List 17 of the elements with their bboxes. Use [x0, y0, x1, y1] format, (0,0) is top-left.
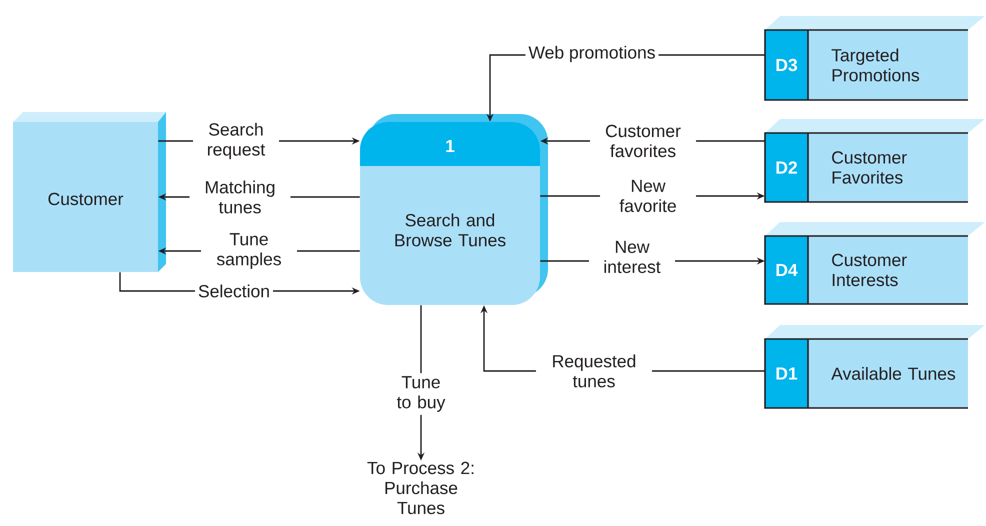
- edge-label: Tune samples: [201, 230, 297, 272]
- edge-label: Requested tunes: [536, 352, 652, 390]
- edge-label: Web promotions: [525, 42, 659, 66]
- data-store: D4 Customer Interests: [764, 222, 985, 305]
- edge-label: Selection: [195, 282, 273, 300]
- edge-label: Tune to buy: [390, 373, 452, 415]
- edge-label: Matching tunes: [190, 178, 290, 216]
- edge-label: New interest: [589, 238, 675, 276]
- process-reference: To Process 2: Purchase Tunes: [367, 462, 474, 514]
- process-box: 1 Search and Browse Tunes: [360, 114, 548, 305]
- data-store: D2 Customer Favorites: [764, 119, 985, 203]
- data-store: D1 Available Tunes: [764, 325, 985, 409]
- entity-box: Customer: [13, 112, 166, 272]
- edge-label: Customer favorites: [590, 122, 696, 160]
- data-store: D3 Targeted Promotions: [764, 16, 985, 101]
- edge-label: Search request: [193, 120, 279, 162]
- edge-label: New favorite: [600, 176, 696, 216]
